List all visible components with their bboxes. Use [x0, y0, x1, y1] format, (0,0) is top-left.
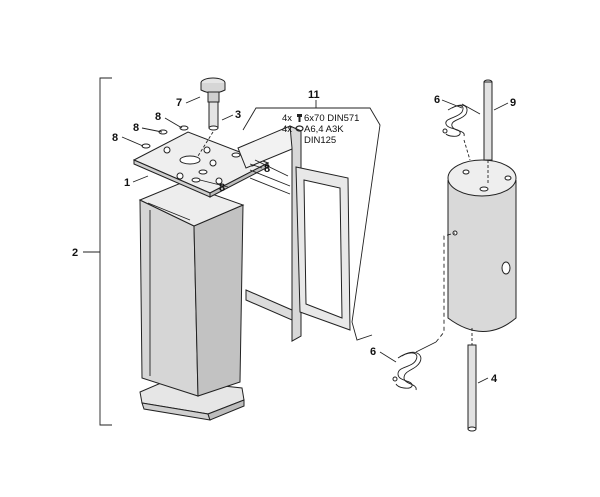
hardware-qty-1: 4x	[282, 113, 292, 124]
assembly-bracket	[83, 77, 112, 426]
callout-8-e: 8	[219, 182, 225, 194]
callout-4: 4	[491, 373, 498, 385]
hot-water-tank	[447, 159, 517, 332]
coil-sensor-bottom	[392, 232, 456, 391]
hardware-washer-spec: A6,4 A3K	[304, 124, 344, 135]
callout-8-c: 8	[112, 132, 118, 144]
hardware-note: 4x 6x70 DIN571 4x A6,4 A3K DIN125	[282, 113, 359, 146]
washer-icon	[295, 125, 304, 132]
door-frame	[237, 125, 351, 342]
callout-7: 7	[176, 97, 182, 109]
callout-6-top: 6	[434, 94, 440, 106]
hardware-screw-spec: 6x70 DIN571	[304, 113, 359, 124]
callout-8-b: 8	[133, 122, 139, 134]
callout-6-bottom: 6	[370, 346, 376, 358]
callout-2: 2	[72, 247, 78, 259]
hardware-qty-2: 4x	[282, 124, 292, 135]
callout-8-a: 8	[155, 111, 161, 123]
hardware-bracket	[242, 100, 381, 341]
casing-shell	[138, 182, 245, 421]
callout-8-d: 8	[264, 163, 270, 175]
hardware-standard: DIN125	[304, 135, 336, 146]
callout-1: 1	[124, 177, 130, 189]
leader-lines	[121, 96, 509, 384]
callout-11: 11	[308, 89, 320, 101]
screw-icon	[297, 114, 302, 122]
callout-3: 3	[235, 109, 241, 121]
callout-labels: 7 3 8 8 8 8 8 1 2 11 6 9 6 4	[72, 89, 516, 385]
knob-and-sleeve	[197, 77, 226, 157]
lower-rod	[467, 328, 477, 432]
anode-rod	[483, 79, 493, 185]
coil-sensor-top	[442, 103, 481, 161]
callout-9: 9	[510, 97, 516, 109]
